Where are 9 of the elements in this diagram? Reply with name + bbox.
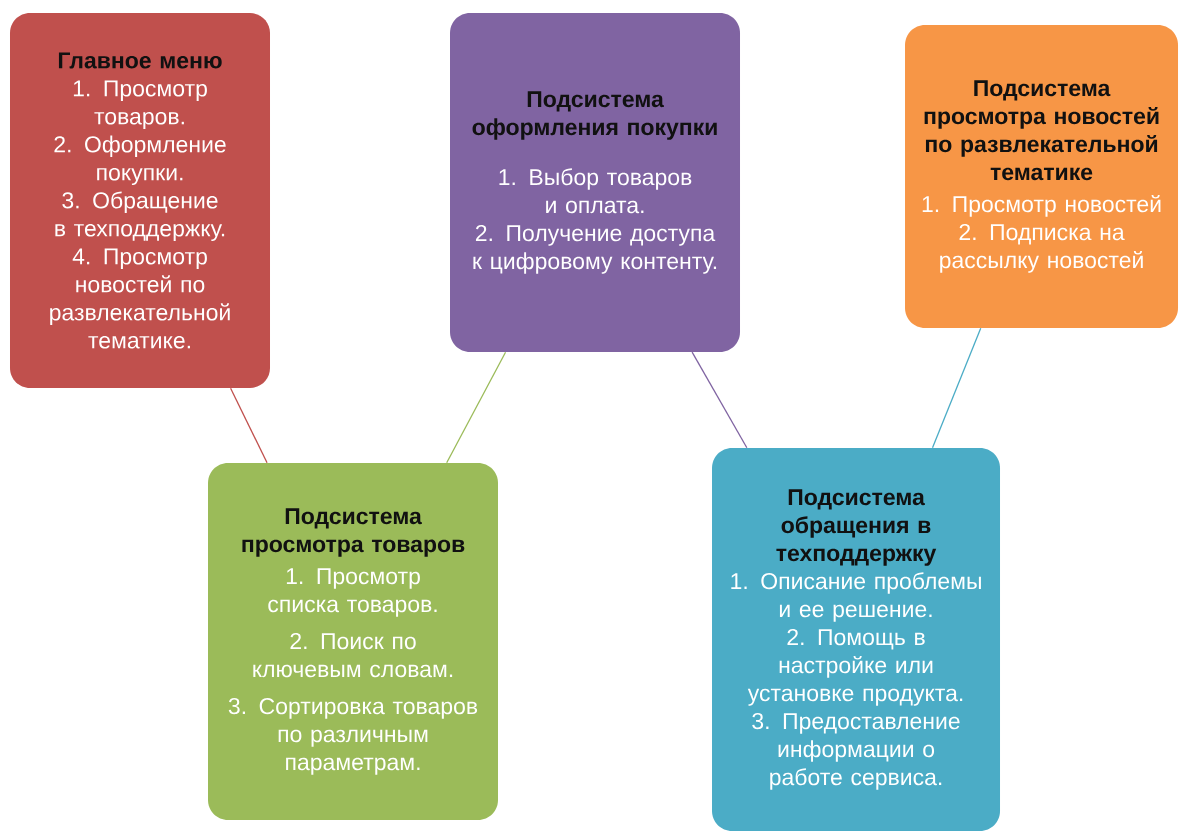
connector-line — [691, 351, 748, 449]
process-box: Главное меню 1. Просмотр товаров. 2. Оформление покупки. 3. Обращение в техподдержку. 4. Просмотр новостей по развлекательной тематике. — [10, 13, 270, 388]
connector-line — [446, 351, 507, 464]
connector-line — [229, 387, 268, 464]
connector-line — [931, 327, 982, 449]
process-box: Подсистема обращения в техподдержку 1. Описание проблемы и ее решение. 2. Помощь в настройке или установке продукта. 3. Предоставление информации о работе сервиса. — [712, 448, 1000, 831]
process-box: Подсистема оформления покупки 1. Выбор товаров и оплата. 2. Получение доступа к цифровому контенту. — [450, 13, 740, 352]
process-box: Подсистема просмотра товаров 1. Просмотр списка товаров. 2. Поиск по ключевым словам. 3. Сортировка товаров по различным параметрам. — [208, 463, 498, 820]
process-box: Подсистема просмотра новостей по развлекательной тематике 1. Просмотр новостей 2. Подписка на рассылку новостей — [905, 25, 1178, 328]
